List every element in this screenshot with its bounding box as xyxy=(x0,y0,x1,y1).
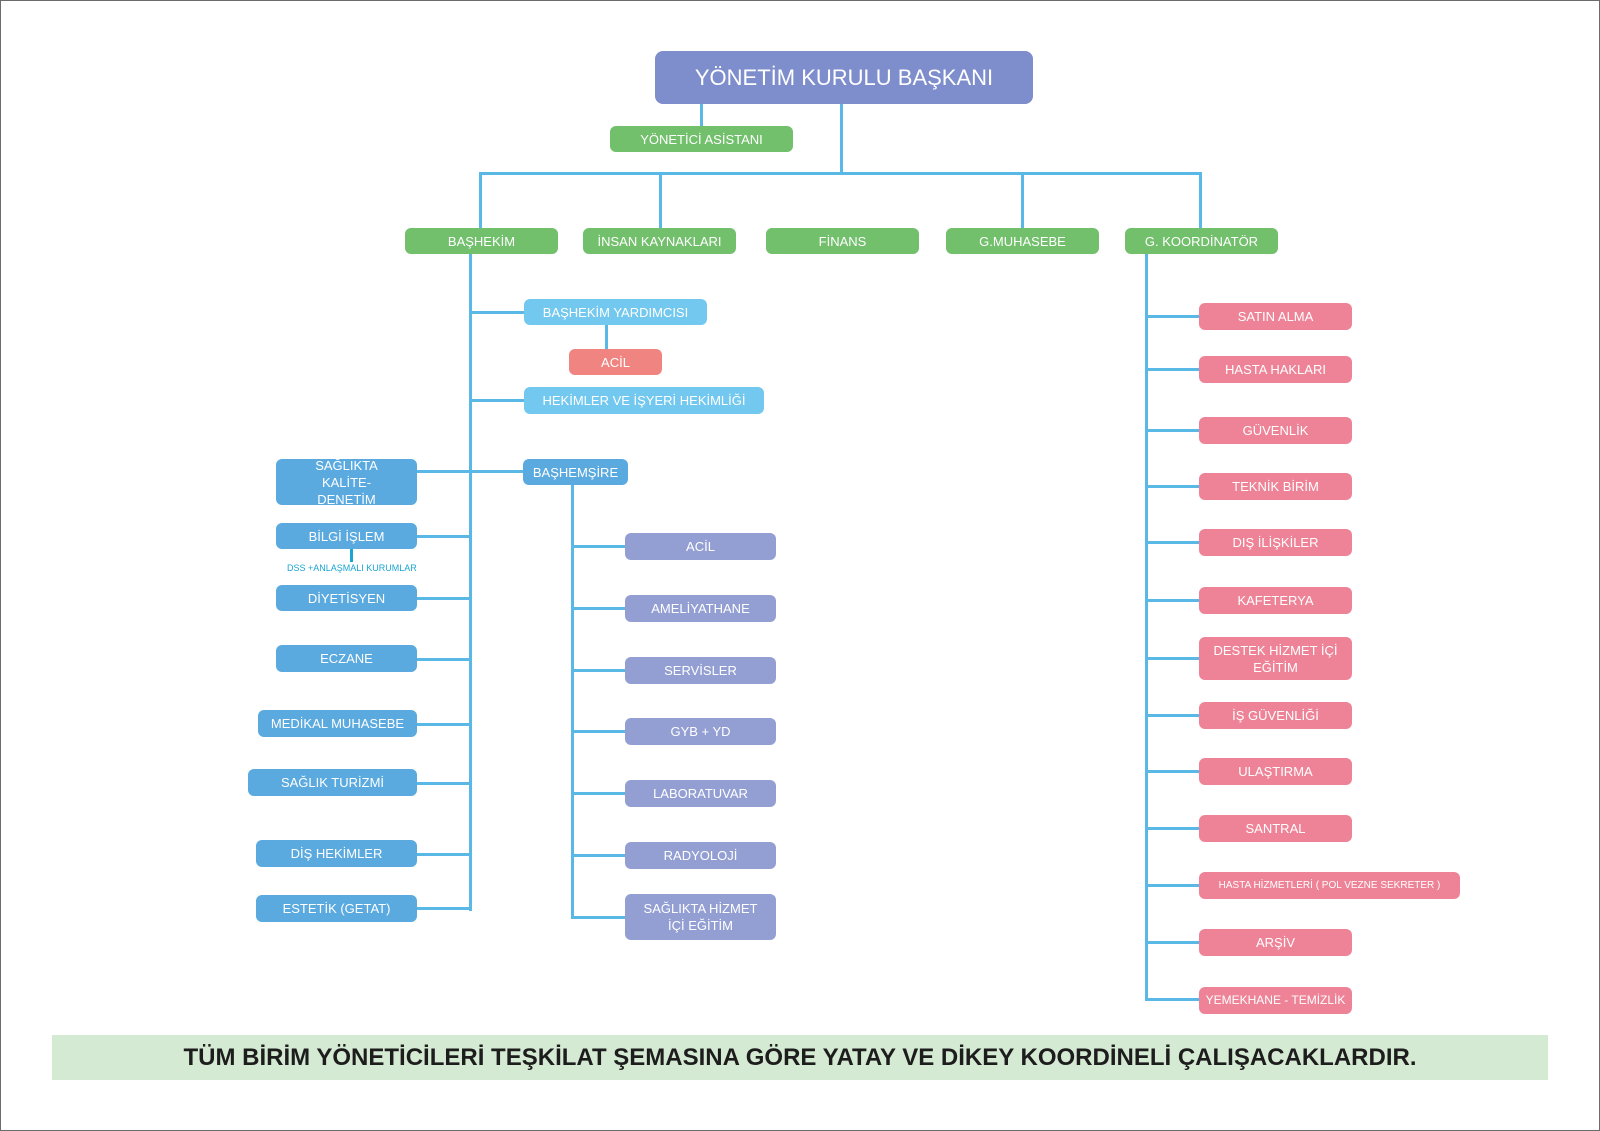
connector-line xyxy=(571,916,625,919)
nursing-unit-hizmet-ici-egitim: SAĞLIKTA HİZMET İÇİ EĞİTİM xyxy=(625,894,776,940)
connector-line xyxy=(416,597,471,600)
coord-unit-hasta-hizmetleri: HASTA HİZMETLERİ ( POL VEZNE SEKRETER ) xyxy=(1199,872,1460,899)
nursing-unit-radyoloji: RADYOLOJİ xyxy=(625,842,776,869)
coord-unit-teknik-birim: TEKNİK BİRİM xyxy=(1199,473,1352,500)
connector-line xyxy=(659,172,662,229)
unit-dis-hekimler: DİŞ HEKİMLER xyxy=(256,840,417,867)
chairman-box: YÖNETİM KURULU BAŞKANI xyxy=(655,51,1033,104)
dept-finans: FİNANS xyxy=(766,228,919,254)
connector-line xyxy=(840,103,843,175)
dept-bashekim: BAŞHEKİM xyxy=(405,228,558,254)
coord-unit-satin-alma: SATIN ALMA xyxy=(1199,303,1352,330)
connector-line xyxy=(350,548,353,562)
footer-text: TÜM BİRİM YÖNETİCİLERİ TEŞKİLAT ŞEMASINA… xyxy=(183,1043,1417,1071)
dept-insan-kaynaklari: İNSAN KAYNAKLARI xyxy=(583,228,736,254)
connector-line xyxy=(479,172,482,229)
nursing-unit-laboratuvar: LABORATUVAR xyxy=(625,780,776,807)
bashemsire-box: BAŞHEMŞİRE xyxy=(523,459,628,485)
nursing-unit-ameliyathane: AMELİYATHANE xyxy=(625,595,776,622)
coord-unit-guvenlik: GÜVENLİK xyxy=(1199,417,1352,444)
connector-line xyxy=(469,399,525,402)
unit-bilgi-islem: BİLGİ İŞLEM xyxy=(276,523,417,549)
connector-line xyxy=(571,607,625,610)
assistant-box: YÖNETİCİ ASİSTANI xyxy=(610,126,793,152)
connector-line xyxy=(416,723,471,726)
connector-line xyxy=(1145,657,1200,660)
connector-line xyxy=(1145,599,1200,602)
coord-unit-hasta-haklari: HASTA HAKLARI xyxy=(1199,356,1352,383)
connector-line xyxy=(1145,254,1148,1000)
acil-box: ACİL xyxy=(569,349,662,375)
footer-banner: TÜM BİRİM YÖNETİCİLERİ TEŞKİLAT ŞEMASINA… xyxy=(52,1035,1548,1080)
coord-unit-arsiv: ARŞİV xyxy=(1199,929,1352,956)
connector-line xyxy=(571,669,625,672)
connector-line xyxy=(1145,714,1200,717)
dept-g-muhasebe: G.MUHASEBE xyxy=(946,228,1099,254)
connector-line xyxy=(571,854,625,857)
connector-line xyxy=(1199,172,1202,229)
connector-line xyxy=(1145,485,1200,488)
coord-unit-is-guvenligi: İŞ GÜVENLİĞİ xyxy=(1199,702,1352,729)
connector-line xyxy=(571,730,625,733)
nursing-unit-acil: ACİL xyxy=(625,533,776,560)
connector-line xyxy=(571,792,625,795)
connector-line xyxy=(1145,941,1200,944)
coord-unit-dis-iliskiler: DIŞ İLİŞKİLER xyxy=(1199,529,1352,556)
connector-line xyxy=(416,853,471,856)
coord-unit-destek-hizmet-ici-egitim: DESTEK HİZMET İÇİ EĞİTİM xyxy=(1199,637,1352,680)
connector-line xyxy=(571,485,574,918)
unit-medikal-muhasebe: MEDİKAL MUHASEBE xyxy=(258,710,417,737)
unit-estetik: ESTETİK (GETAT) xyxy=(256,895,417,922)
coord-unit-kafeterya: KAFETERYA xyxy=(1199,587,1352,614)
dept-g-koordinator: G. KOORDİNATÖR xyxy=(1125,228,1278,254)
connector-line xyxy=(416,535,471,538)
bilgi-islem-sub-label: DSS +ANLAŞMALI KURUMLAR xyxy=(287,563,417,573)
bashekim-yardimcisi-box: BAŞHEKİM YARDIMCISI xyxy=(524,299,707,325)
connector-line xyxy=(479,172,1201,175)
connector-line xyxy=(1145,998,1200,1001)
unit-diyetisyen: DİYETİSYEN xyxy=(276,585,417,611)
connector-line xyxy=(416,782,471,785)
connector-line xyxy=(1145,827,1200,830)
hekimler-box: HEKİMLER VE İŞYERİ HEKİMLİĞİ xyxy=(524,387,764,414)
connector-line xyxy=(605,325,608,351)
connector-line xyxy=(1145,429,1200,432)
nursing-unit-servisler: SERVİSLER xyxy=(625,657,776,684)
connector-line xyxy=(1145,368,1200,371)
coord-unit-ulastirma: ULAŞTIRMA xyxy=(1199,758,1352,785)
connector-line xyxy=(571,545,625,548)
connector-line xyxy=(1021,172,1024,229)
connector-line xyxy=(469,311,525,314)
connector-line xyxy=(416,470,525,473)
unit-eczane: ECZANE xyxy=(276,645,417,672)
connector-line xyxy=(1145,541,1200,544)
unit-kalite-denetim: SAĞLIKTA KALİTE-DENETİM xyxy=(276,458,417,507)
coord-unit-santral: SANTRAL xyxy=(1199,815,1352,842)
nursing-unit-gyb-yd: GYB + YD xyxy=(625,718,776,745)
connector-line xyxy=(1145,770,1200,773)
connector-line xyxy=(1145,884,1200,887)
connector-line xyxy=(469,254,472,911)
connector-line xyxy=(1145,315,1200,318)
connector-line xyxy=(416,658,471,661)
connector-line xyxy=(416,907,471,910)
coord-unit-yemekhane-temizlik: YEMEKHANE - TEMİZLİK xyxy=(1199,987,1352,1014)
connector-line xyxy=(700,103,703,127)
unit-saglik-turizmi: SAĞLIK TURİZMİ xyxy=(248,769,417,796)
